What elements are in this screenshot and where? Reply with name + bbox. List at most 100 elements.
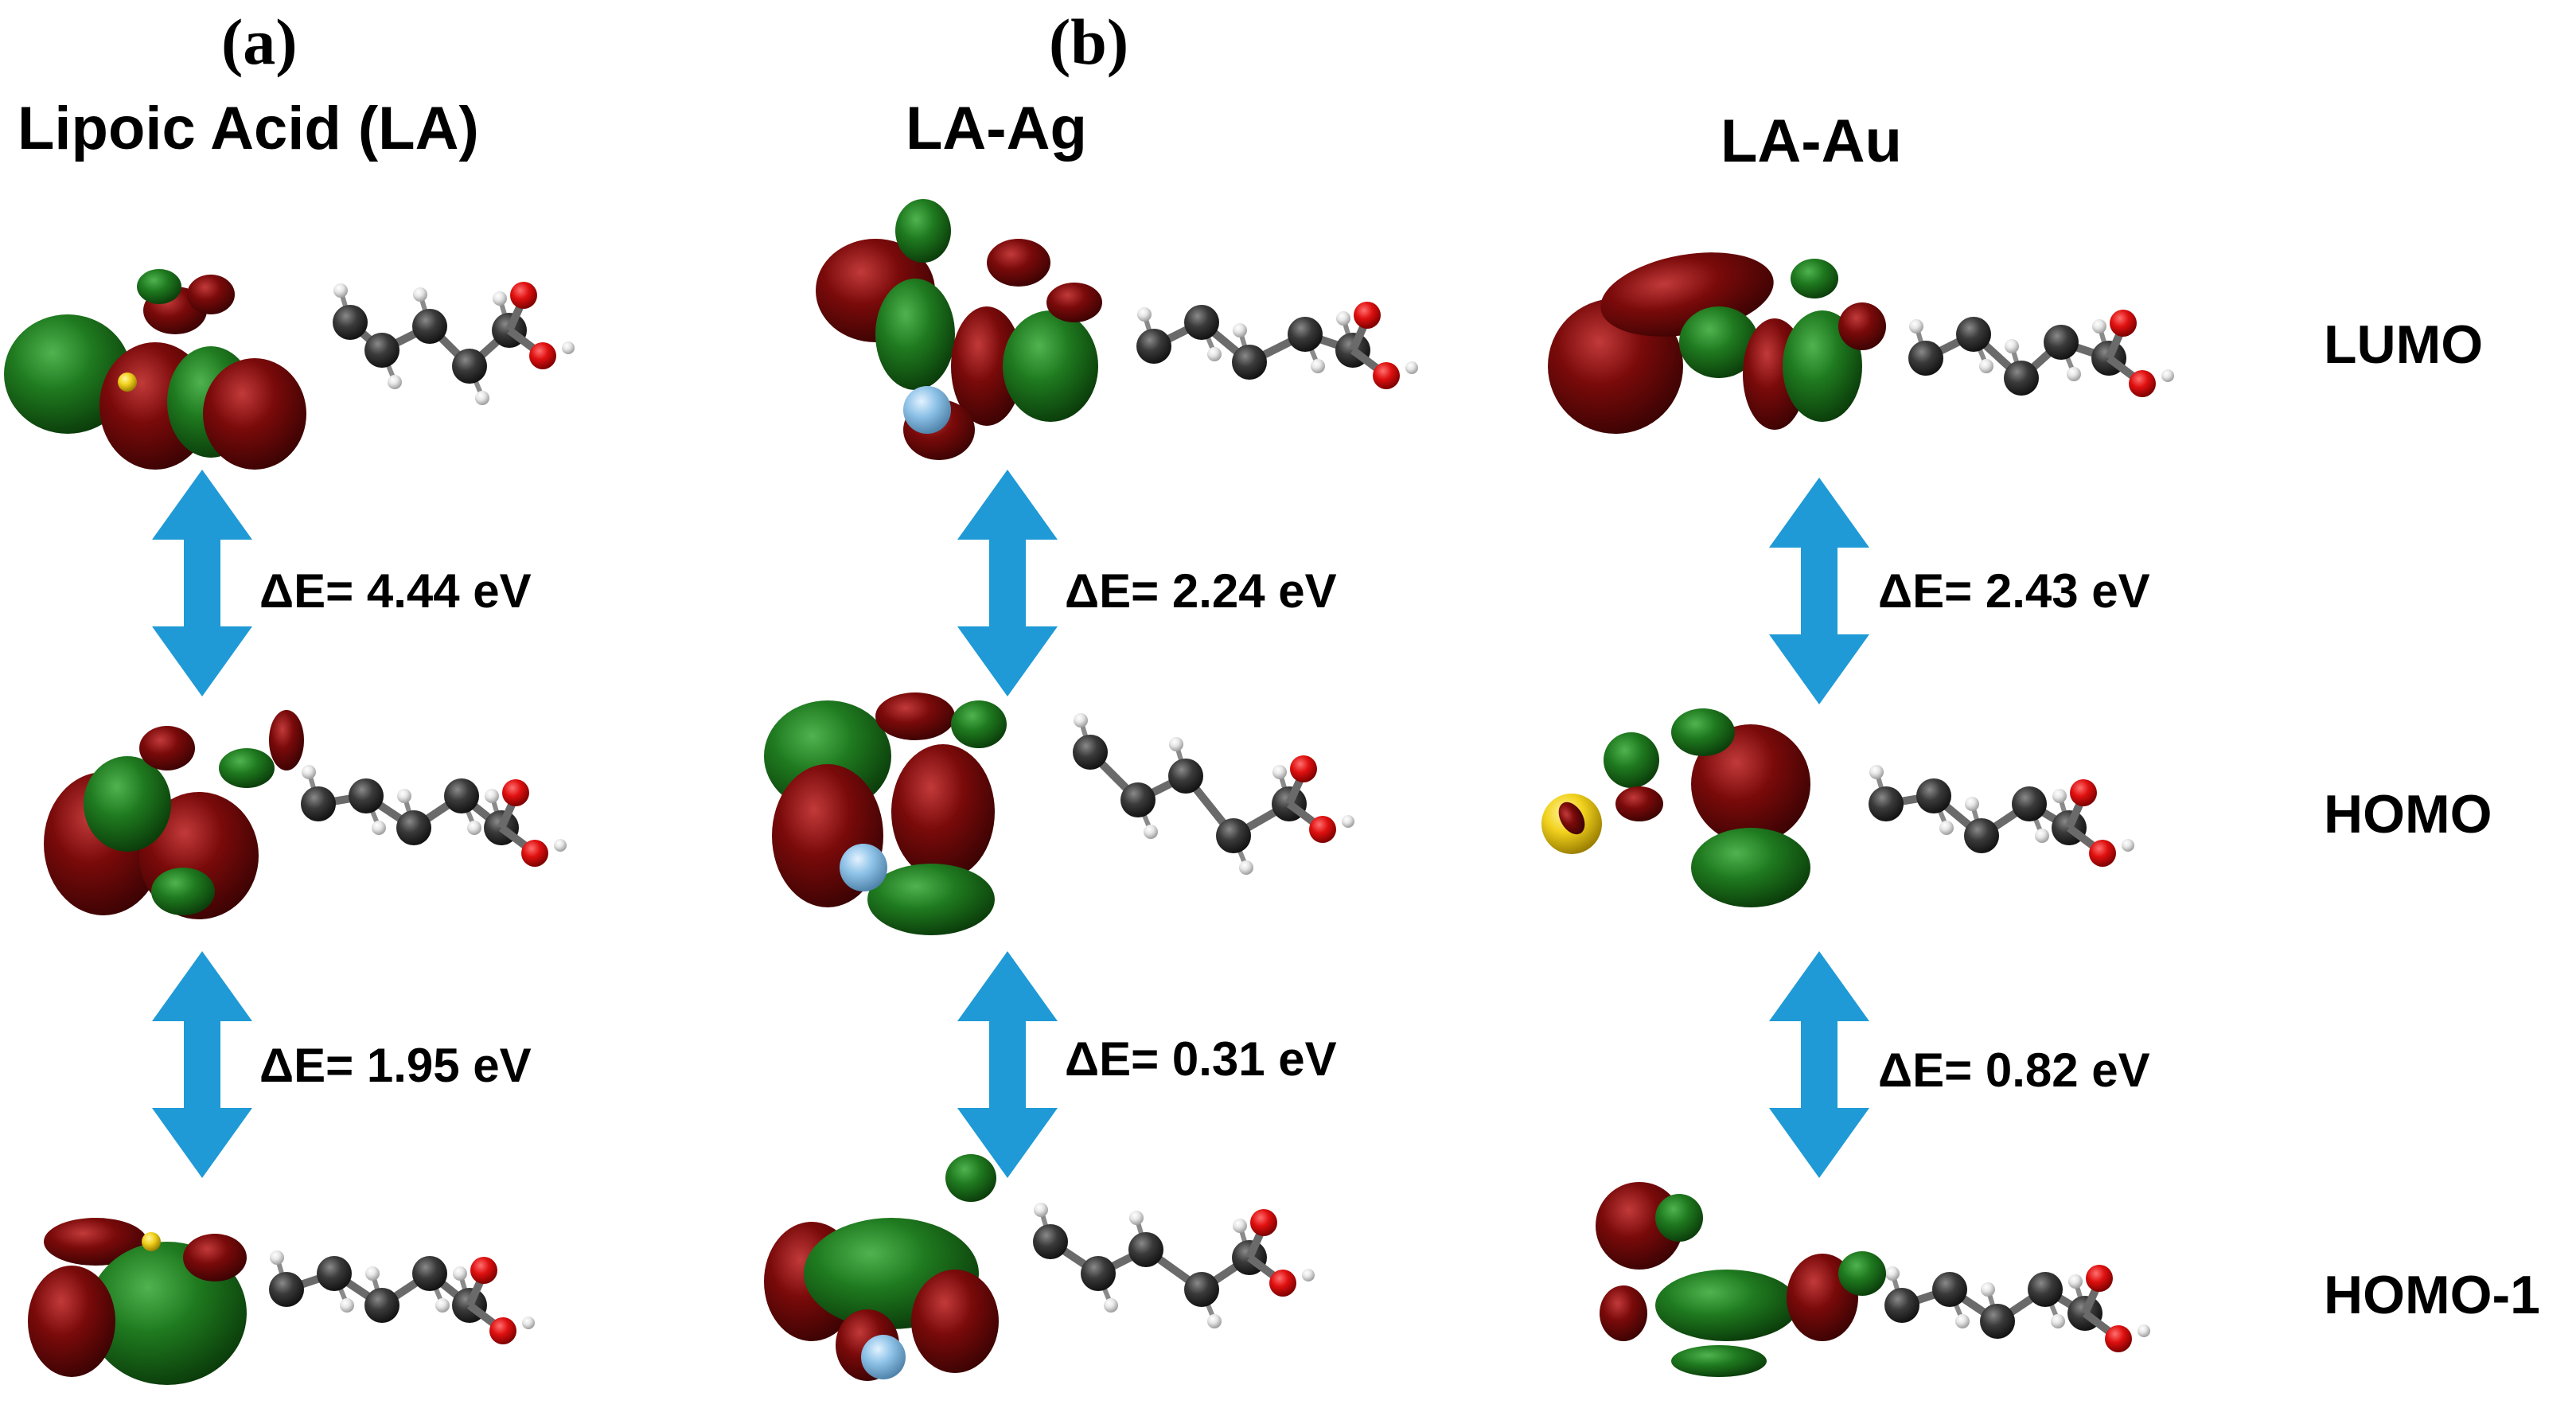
laag-lumo-lobe [987, 239, 1050, 287]
la-homo1-chain-hydrogen [453, 1266, 467, 1281]
laag-lumo-chain-oxygen [1354, 302, 1381, 329]
la-homo-chain-oxygen [502, 779, 529, 806]
laag-lumo-chain-hydrogen [1311, 359, 1325, 373]
laag-homo1-lobe [945, 1154, 996, 1202]
laau-lumo-chain-carbon [2004, 361, 2039, 396]
laag-homo-chain-hydrogen [1239, 860, 1253, 875]
laag-lumo-lobe [1046, 283, 1102, 322]
la-lumo-chain-hydrogen [493, 291, 507, 306]
laau-homo1-lobe [1838, 1251, 1886, 1296]
orbital-label-homo: HOMO [2324, 784, 2492, 845]
la-homo1-chain-carbon [317, 1256, 352, 1291]
laag-homo-chain-hydrogen [1074, 713, 1088, 728]
laag-lumo-lobe [951, 306, 1023, 426]
laag-homo-chain-oxygen [1290, 755, 1317, 782]
gap-label-la-homo-homo1: ΔE= 1.95 eV [259, 1039, 532, 1092]
laau-lumo-lobe [1838, 302, 1886, 350]
laag-lumo-chain-hydrogen [1233, 323, 1247, 337]
la-homo1-lobe [44, 1218, 147, 1266]
la-lumo-chain-hydrogen [413, 287, 427, 302]
laau-homo-chain-carbon [1964, 818, 1999, 853]
laag-lumo-lobe [1003, 310, 1098, 422]
la-homo-chain-carbon [444, 778, 479, 813]
laag-homo1-chain-hydrogen [1302, 1269, 1315, 1281]
la-lumo-lobe [137, 269, 181, 304]
la-homo1-chain-carbon [269, 1272, 304, 1307]
laau-homo-chain-carbon [1869, 786, 1904, 821]
laag-lumo-chain-hydrogen [1405, 361, 1418, 374]
laag-arrow-lumo-homo [957, 470, 1058, 696]
gap-label-la-ag-lumo-homo: ΔE= 2.24 eV [1065, 564, 1337, 618]
orbital-label-homo-1: HOMO-1 [2324, 1265, 2540, 1325]
la-lumo-lobe [4, 314, 131, 434]
laag-homo1-silver [861, 1335, 906, 1379]
laau-lumo-chain-hydrogen [2067, 367, 2081, 381]
column-title-la-au: LA-Au [1721, 107, 1902, 175]
la-lumo-chain-hydrogen [562, 341, 575, 354]
laag-lumo-chain-hydrogen [1207, 347, 1222, 361]
laau-lumo-chain-oxygen [2129, 370, 2156, 397]
laau-homo-gold-lobe [1558, 802, 1585, 835]
laau-arrow-lumo-homo [1769, 478, 1869, 704]
laau-homo1-chain-oxygen [2105, 1325, 2132, 1352]
laag-homo1-chain-hydrogen [1104, 1298, 1118, 1313]
gap-label-la-au-homo-homo1: ΔE= 0.82 eV [1878, 1043, 2150, 1097]
la-lumo-lobe [187, 275, 235, 314]
la-homo1-lobe [28, 1266, 115, 1377]
laau-homo-chain-carbon [1916, 778, 1951, 813]
laag-homo-chain-hydrogen [1342, 815, 1354, 828]
laag-lumo-chain-hydrogen [1336, 311, 1350, 326]
laau-homo1-chain-carbon [1980, 1304, 2015, 1339]
la-lumo-chain-hydrogen [475, 391, 489, 405]
la-homo-chain-hydrogen [467, 821, 481, 835]
gap-label-la-lumo-homo: ΔE= 4.44 eV [259, 564, 532, 618]
la-homo1-chain-hydrogen [365, 1266, 380, 1281]
la-lumo-chain-carbon [333, 305, 368, 340]
laag-homo1-chain-hydrogen [1129, 1211, 1144, 1225]
laag-arrow-homo-homo1 [957, 951, 1058, 1178]
la-lumo-chain-carbon [364, 333, 399, 368]
laag-homo-chain-hydrogen [1144, 825, 1158, 839]
laag-homo-chain-carbon [1073, 735, 1108, 770]
laag-homo-chain-hydrogen [1272, 765, 1287, 779]
la-homo1-chain-carbon [412, 1256, 447, 1291]
laag-lumo-chain-carbon [1232, 345, 1267, 380]
laag-lumo-lobe [875, 279, 955, 390]
laau-homo1-chain-hydrogen [1885, 1266, 1900, 1281]
la-arrow-homo-homo1 [152, 951, 252, 1178]
la-homo1-chain-hydrogen [270, 1250, 284, 1265]
laau-lumo-chain-hydrogen [2092, 319, 2106, 334]
laau-lumo-chain-carbon [1956, 317, 1991, 352]
laag-lumo-silver [903, 386, 951, 434]
laau-homo1-chain-hydrogen [2051, 1314, 2065, 1328]
la-homo-chain-hydrogen [302, 765, 316, 779]
laag-homo-lobe [875, 692, 955, 740]
la-homo1-chain-hydrogen [435, 1298, 450, 1313]
la-lumo-chain-oxygen [510, 282, 537, 309]
laau-lumo-chain-hydrogen [1909, 319, 1923, 334]
laau-homo-chain-hydrogen [2035, 829, 2049, 843]
laau-homo-chain-oxygen [2089, 840, 2116, 867]
laag-lumo-chain-carbon [1288, 317, 1323, 352]
laag-homo-lobe [867, 864, 995, 935]
la-homo1-chain-hydrogen [522, 1317, 535, 1329]
laag-homo1-chain-carbon [1081, 1256, 1116, 1291]
laag-lumo-lobe [895, 199, 951, 263]
la-homo-chain-hydrogen [372, 821, 386, 835]
la-homo1-sulfur [142, 1232, 161, 1251]
laau-lumo-chain-hydrogen [1979, 359, 1993, 373]
laau-lumo-lobe [1679, 306, 1759, 378]
laag-homo1-chain-carbon [1033, 1224, 1068, 1259]
laau-homo-lobe [1691, 828, 1810, 907]
la-lumo-chain-hydrogen [333, 283, 348, 298]
laau-homo1-chain-hydrogen [2138, 1324, 2150, 1337]
laag-lumo-chain-carbon [1184, 305, 1219, 340]
la-homo1-chain-oxygen [489, 1317, 516, 1344]
laau-homo1-chain-hydrogen [1955, 1314, 1970, 1328]
laau-lumo-chain-carbon [2044, 325, 2079, 360]
la-homo-chain-carbon [349, 778, 384, 813]
la-lumo-sulfur [118, 373, 137, 392]
laau-homo1-chain-carbon [2028, 1272, 2063, 1307]
laag-homo1-chain-hydrogen [1034, 1203, 1048, 1217]
